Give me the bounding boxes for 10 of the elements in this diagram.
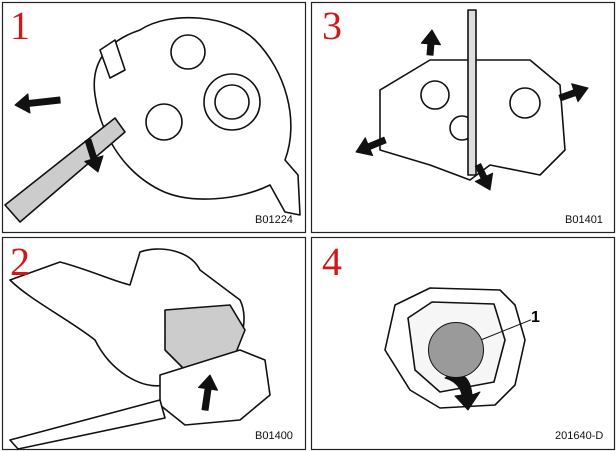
figure-code: B01400 [255,430,293,442]
step-number: 2 [10,242,30,282]
step-number: 4 [322,242,342,282]
figure-code: B01401 [565,214,603,226]
step-number: 3 [322,6,342,46]
leader-line [482,319,532,340]
step-number: 1 [10,6,30,46]
figure-code: 201640-D [555,430,604,442]
figure-code: B01224 [255,214,293,226]
callout-number: 1 [531,309,540,327]
